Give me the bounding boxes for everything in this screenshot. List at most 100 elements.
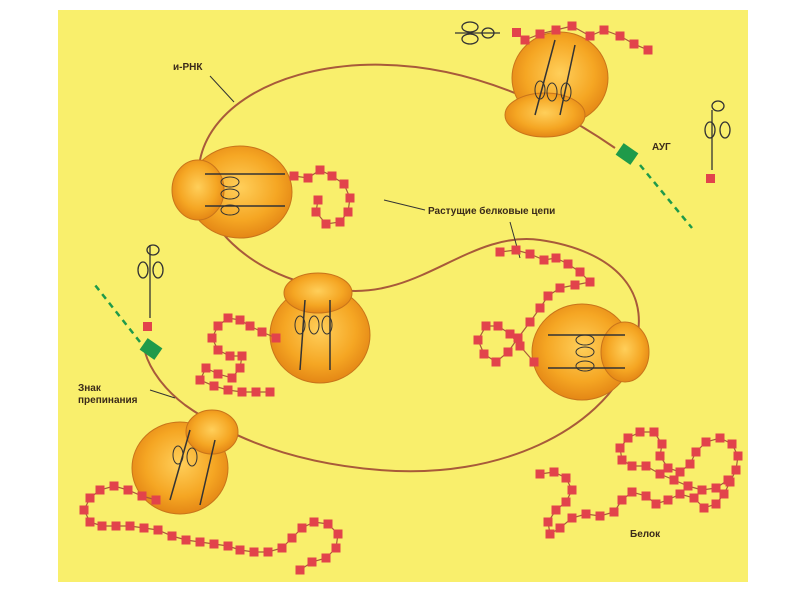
amino-acid	[235, 363, 245, 373]
amino-acid	[723, 475, 733, 485]
amino-acid	[315, 165, 325, 175]
amino-acid	[539, 255, 549, 265]
amino-acid	[345, 193, 355, 203]
amino-acid	[333, 529, 343, 539]
amino-acid	[711, 483, 721, 493]
amino-acid	[323, 519, 333, 529]
amino-acid	[277, 543, 287, 553]
amino-acid	[85, 493, 95, 503]
amino-acid	[551, 505, 561, 515]
amino-acid	[249, 547, 259, 557]
arrow-to-stop	[149, 389, 176, 399]
amino-acid	[287, 533, 297, 543]
amino-acid	[535, 469, 545, 479]
amino-acid	[271, 333, 281, 343]
amino-acid	[635, 427, 645, 437]
amino-acid	[663, 495, 673, 505]
amino-acid	[711, 499, 721, 509]
amino-acid	[617, 455, 627, 465]
amino-acid	[311, 207, 321, 217]
amino-acid	[641, 461, 651, 471]
stop-codon-box	[139, 338, 163, 360]
amino-acid	[585, 277, 595, 287]
ribosome-1	[504, 31, 609, 138]
amino-acid	[195, 375, 205, 385]
amino-acid	[697, 485, 707, 495]
amino-acid	[561, 497, 571, 507]
amino-acid	[649, 427, 659, 437]
trna-free-left	[137, 244, 164, 331]
mrna-dashed-tail-right	[639, 164, 693, 229]
amino-acid	[655, 469, 665, 479]
amino-acid	[201, 363, 211, 373]
amino-acid	[209, 381, 219, 391]
amino-acid	[237, 387, 247, 397]
amino-acid	[295, 565, 305, 575]
amino-acid	[493, 321, 503, 331]
amino-acid	[257, 327, 267, 337]
amino-acid	[617, 495, 627, 505]
amino-acid	[615, 443, 625, 453]
amino-acid	[685, 459, 695, 469]
amino-acid	[615, 31, 625, 41]
amino-acid	[235, 545, 245, 555]
mrna-dashed-tail-left	[94, 284, 141, 343]
protein-chains	[79, 21, 743, 575]
amino-acid	[265, 387, 275, 397]
amino-acid	[699, 503, 709, 513]
amino-acid	[213, 345, 223, 355]
amino-acid	[303, 173, 313, 183]
amino-acid	[675, 489, 685, 499]
amino-acid	[561, 473, 571, 483]
amino-acid	[567, 485, 577, 495]
amino-acid	[327, 171, 337, 181]
ribosome-4	[531, 303, 650, 401]
amino-acid	[727, 439, 737, 449]
label-protein: Белок	[630, 529, 661, 540]
amino-acid	[503, 347, 513, 357]
amino-acid	[575, 267, 585, 277]
amino-acid	[331, 543, 341, 553]
amino-acid	[321, 553, 331, 563]
amino-acid	[551, 25, 561, 35]
amino-acid	[543, 517, 553, 527]
amino-acid	[95, 485, 105, 495]
start-codon-box	[615, 143, 639, 165]
ribosome-2	[171, 145, 293, 239]
amino-acid	[309, 517, 319, 527]
amino-acid	[657, 439, 667, 449]
amino-acid	[669, 475, 679, 485]
amino-acid	[511, 245, 521, 255]
amino-acid	[125, 521, 135, 531]
amino-acid	[623, 433, 633, 443]
amino-acid	[515, 341, 525, 351]
arrow-to-mrna	[209, 75, 235, 103]
amino-acid	[535, 303, 545, 313]
amino-acid	[227, 373, 237, 383]
amino-acid	[543, 291, 553, 301]
ribosome-5	[131, 409, 239, 515]
amino-acid	[731, 465, 741, 475]
amino-acid	[555, 523, 565, 533]
label-mrna: и-РНК	[173, 62, 203, 73]
trna-free-right	[704, 100, 731, 183]
amino-acid	[85, 517, 95, 527]
amino-acid	[627, 461, 637, 471]
amino-acid	[643, 45, 653, 55]
amino-acid	[525, 317, 535, 327]
amino-acid	[567, 21, 577, 31]
amino-acid	[691, 447, 701, 457]
amino-acid	[651, 499, 661, 509]
amino-acid	[481, 321, 491, 331]
amino-acid	[335, 217, 345, 227]
amino-acid	[563, 259, 573, 269]
amino-acid	[339, 179, 349, 189]
amino-acid	[207, 333, 217, 343]
amino-acid	[297, 523, 307, 533]
amino-acid	[595, 511, 605, 521]
amino-acid	[719, 489, 729, 499]
amino-acid	[223, 385, 233, 395]
amino-acid	[343, 207, 353, 217]
amino-acid	[479, 349, 489, 359]
amino-acid	[289, 171, 299, 181]
